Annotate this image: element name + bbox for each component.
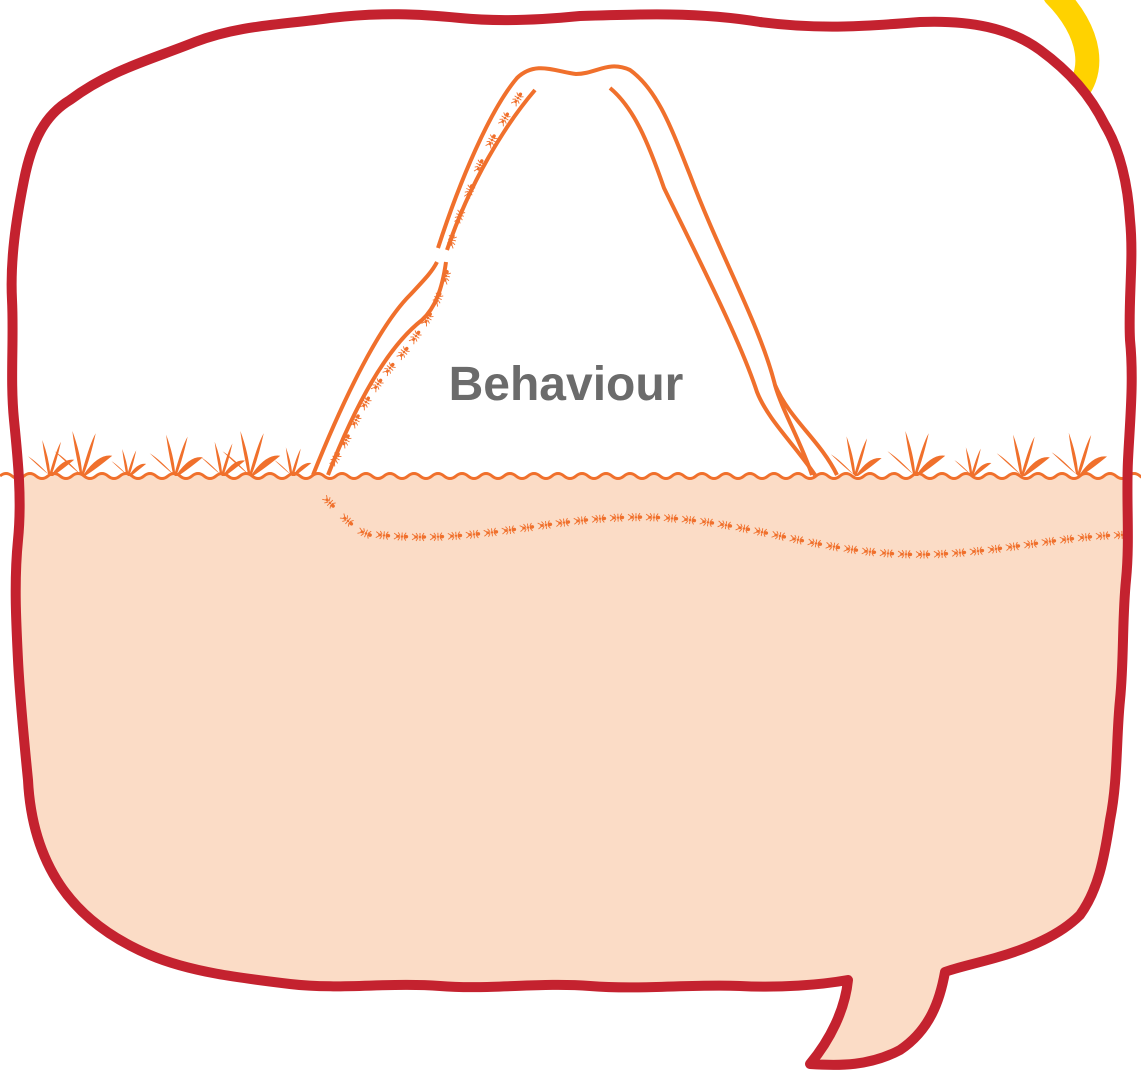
behaviour-label: Behaviour	[449, 358, 684, 411]
